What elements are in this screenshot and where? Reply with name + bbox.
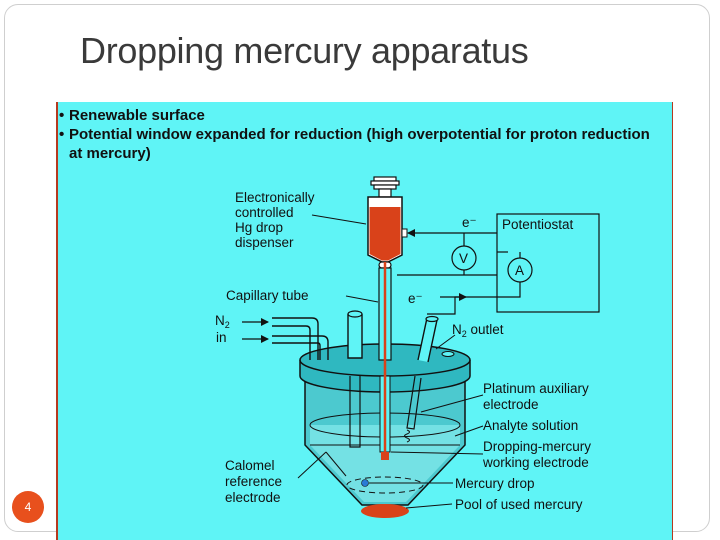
ammeter-label: A [515, 263, 524, 278]
potentiostat-label: Potentiostat [502, 217, 574, 232]
capillary-tube [378, 262, 392, 460]
leader-lines [297, 214, 484, 509]
n2-inlet-label: N2 in [215, 313, 234, 345]
slide-title: Dropping mercury apparatus [80, 30, 529, 71]
pool-of-mercury [361, 504, 409, 518]
potentiostat-box [496, 213, 600, 313]
pool-label: Pool of used mercury [455, 497, 583, 512]
page-number-badge: 4 [12, 491, 44, 523]
voltmeter-icon [451, 245, 477, 271]
bullet-item: Renewable surface [58, 106, 658, 125]
hg-drop-dispenser [367, 176, 408, 269]
circuit-wires [397, 229, 521, 315]
ammeter-icon [507, 257, 533, 283]
mercury-reservoir [369, 207, 401, 261]
bullet-item: Potential window expanded for reduction … [58, 125, 658, 163]
mercury-drop-label: Mercury drop [455, 476, 535, 491]
analyte-label: Analyte solution [483, 418, 578, 433]
electron-label-top: e⁻ [462, 215, 477, 230]
n2-outlet-label: N2 outlet [452, 322, 504, 339]
dispenser-label: Electronically controlled Hg drop dispen… [235, 190, 318, 250]
voltmeter-label: V [459, 251, 468, 266]
capillary-label: Capillary tube [226, 288, 309, 303]
bullet-list: Renewable surface Potential window expan… [58, 106, 658, 163]
electron-label-mid: e⁻ [408, 291, 423, 306]
mercury-drop-icon [361, 479, 369, 487]
dme-label: Dropping-mercury working electrode [482, 439, 595, 470]
n2-outlet-tube [417, 315, 455, 363]
n2-inlet-arrows [242, 318, 269, 343]
calomel-electrode [325, 310, 363, 477]
dropping-mercury-tip [381, 452, 389, 460]
calomel-label: Calomel reference electrode [225, 458, 286, 505]
platinum-label: Platinum auxiliary electrode [483, 381, 593, 412]
platinum-electrode [404, 375, 422, 443]
n2-inlet-tubes [272, 317, 329, 360]
